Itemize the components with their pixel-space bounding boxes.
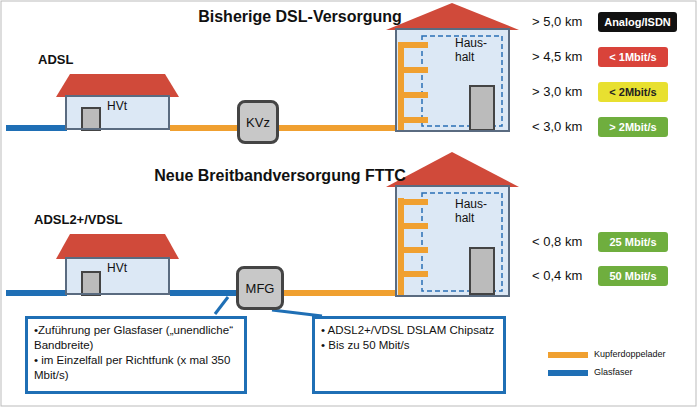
node-text: Haus- halt [455,36,495,64]
text-label: > 5,0 km [532,14,582,29]
house-copper [398,42,428,130]
text-label: < 0,8 km [532,234,582,249]
building: HVt [65,257,170,295]
callout-box: • ADSL2+/VDSL DSLAM Chipsatz• Bis zu 50 … [312,316,506,394]
door [470,86,494,130]
rate-badge: 50 Mbit/s [598,266,668,286]
copper-connector [284,290,395,296]
text-label: ADSL2+/VDSL [34,212,123,227]
node-text: Haus- halt [455,197,495,225]
rate-badge: 25 Mbit/s [598,232,668,252]
callout-box: •Zuführung per Glasfaser („unendliche“ B… [25,316,247,394]
node-text: • im Einzelfall per Richtfunk (x mal 350… [34,353,238,383]
building: HVt [65,95,170,130]
building: Haus- halt [395,28,510,132]
node-text: Analog/ISDN [604,16,671,28]
node-text: • Bis zu 50 Mbit/s [321,338,497,353]
panel-heading: Bisherige DSL-Versorgung [0,8,600,26]
node-text: < 1Mbit/s [609,51,656,63]
roof [56,74,179,97]
fibre-line [6,290,67,296]
copper-connector [170,125,237,131]
house-body [65,95,170,130]
roof [386,152,519,187]
node-text: 25 Mbit/s [609,236,656,248]
house-body [395,185,510,297]
text-label: < 3,0 km [532,119,582,134]
node-text: HVt [107,99,168,113]
copper-connector [279,125,395,131]
rate-badge: > 2Mbit/s [598,117,668,137]
legend-text: Kupferdoppelader [594,349,666,359]
legend-swatch [548,370,588,376]
node-text: 50 Mbit/s [609,270,656,282]
text-label: < 0,4 km [532,268,582,283]
building: Haus- halt [395,185,510,297]
legend-swatch [548,352,588,358]
text-label: ADSL [38,52,73,67]
house-copper [398,198,428,295]
node-text: MFG [246,281,275,296]
node-text: < 2Mbit/s [609,86,656,98]
house-body [395,28,510,132]
panel-heading: Neue Breitbandversorgung FTTC [0,167,560,185]
roof [386,3,519,30]
node-text: HVt [107,261,168,275]
leader-line [215,297,228,314]
text-label: > 4,5 km [532,49,582,64]
fibre-connector [170,290,236,296]
cabinet-box: MFG [236,266,284,310]
node-text: •Zuführung per Glasfaser („unendliche“ B… [34,323,238,353]
house-body [65,257,170,295]
roof [56,234,179,259]
node-text: • ADSL2+/VDSL DSLAM Chipsatz [321,323,497,338]
rate-badge: < 1Mbit/s [598,47,668,67]
node-text: > 2Mbit/s [609,121,656,133]
legend-text: Glasfaser [594,367,633,377]
rate-badge: Analog/ISDN [598,12,677,32]
door [82,272,100,295]
door [470,248,494,294]
rate-badge: < 2Mbit/s [598,82,668,102]
door [82,108,100,130]
fibre-line [6,125,67,131]
text-label: > 3,0 km [532,84,582,99]
node-text: KVz [246,115,270,130]
cabinet-box: KVz [237,100,279,144]
